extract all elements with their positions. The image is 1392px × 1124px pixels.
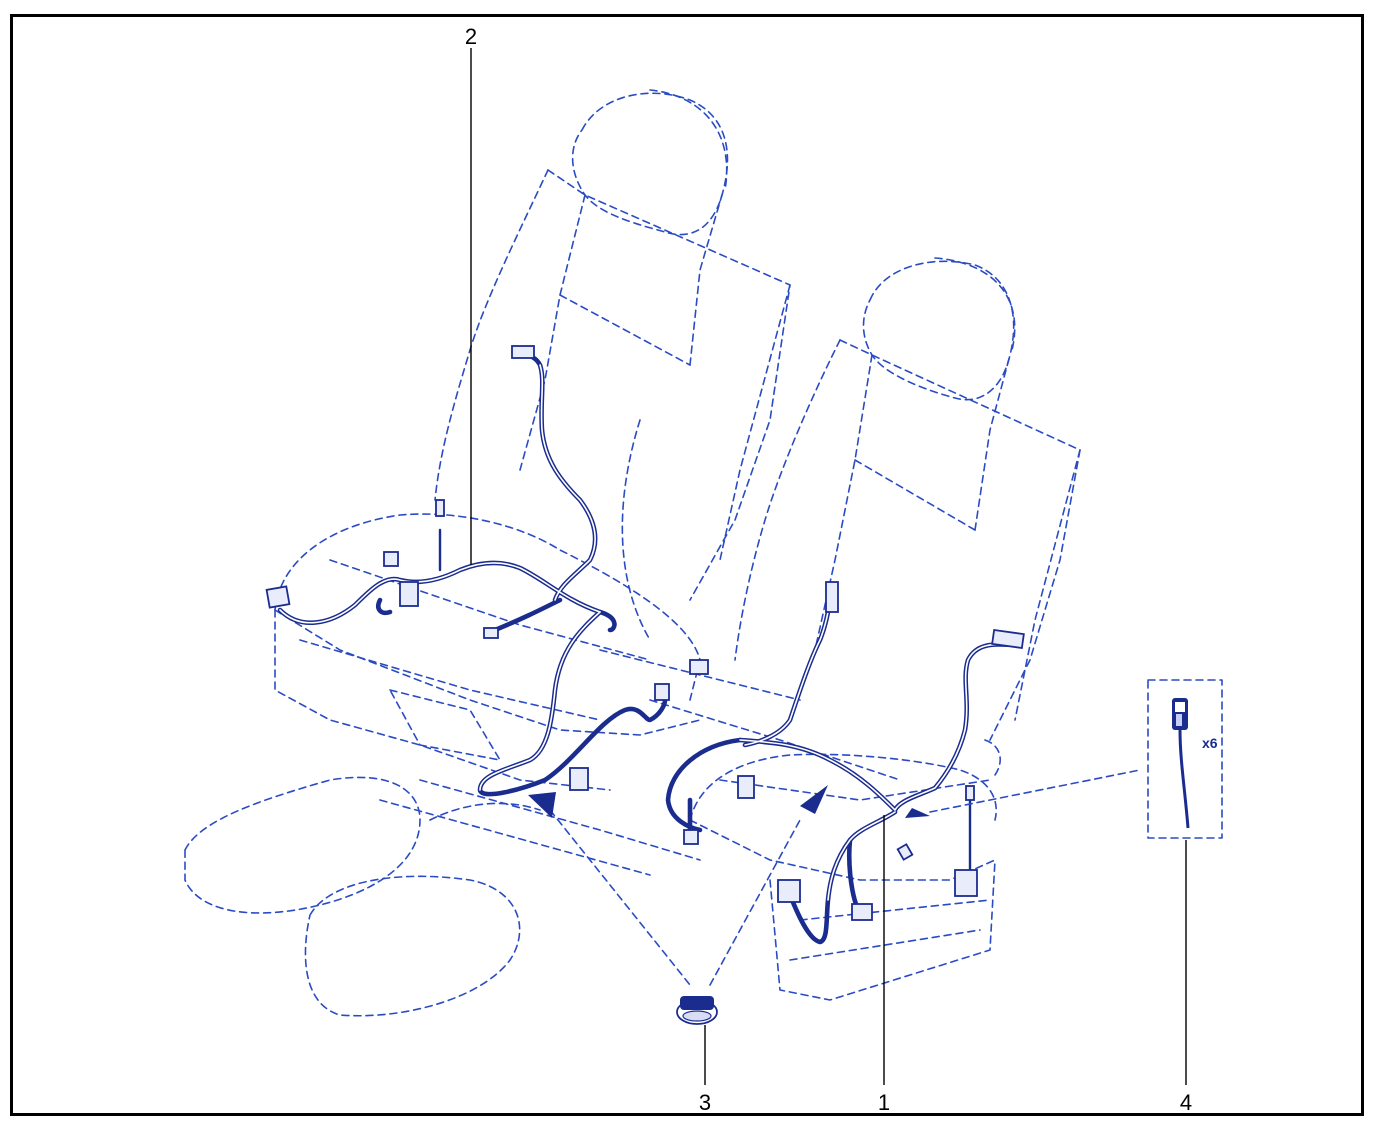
- assembly-arrows: [528, 769, 1141, 818]
- diagram-frame: [10, 14, 1364, 1116]
- callouts: 2 3 1 4: [465, 24, 1192, 1115]
- callout-2: 2: [465, 24, 477, 49]
- detail-box: [1147, 679, 1223, 839]
- right-seat-outline: [599, 257, 1081, 1001]
- arrow-right-seat: [800, 785, 828, 814]
- detail-pointer-line: [929, 769, 1141, 813]
- callout-3: 3: [699, 1090, 711, 1115]
- left-seat-outline: [184, 89, 801, 1017]
- detail-quantity: x6: [1202, 735, 1218, 751]
- callout-1: 1: [878, 1090, 890, 1115]
- arrow-left-seat: [528, 792, 556, 818]
- harness-1: [665, 581, 1025, 945]
- part-3-clip: [676, 996, 718, 1025]
- harness-2: [265, 345, 709, 797]
- arrow-detail: [905, 808, 930, 818]
- part-4-detail: x6: [1147, 679, 1223, 839]
- callout-4: 4: [1180, 1090, 1192, 1115]
